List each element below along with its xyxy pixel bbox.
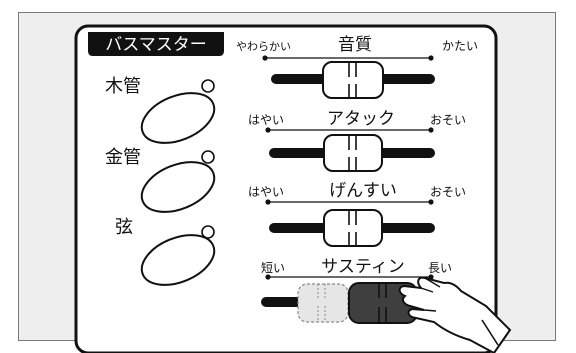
strings-button[interactable] <box>135 225 222 294</box>
slider-tone[interactable]: やわらかい 音質 かたい <box>236 35 478 99</box>
slider-attack-left-label: はやい <box>248 113 284 127</box>
slider-tone-right-label: かたい <box>442 39 478 53</box>
voice-brass[interactable]: 金管 <box>105 147 221 222</box>
voice-label-strings: 弦 <box>115 217 133 238</box>
slider-sustain-scale-dot-left <box>265 274 271 280</box>
slider-sustain-left-label: 短い <box>261 261 285 275</box>
slider-attack-title: アタック <box>327 109 395 129</box>
slider-decay-left-label: はやい <box>248 185 284 199</box>
slider-decay-scale-dot-left <box>265 199 271 205</box>
voice-label-brass: 金管 <box>105 147 141 168</box>
slider-decay[interactable]: はやい げんすい おそい <box>248 181 466 247</box>
led-indicator-woodwind <box>201 79 215 93</box>
voice-woodwind[interactable]: 木管 <box>105 76 221 153</box>
slider-sustain-title: サスティン <box>321 257 405 277</box>
slider-attack-scale-dot-right <box>428 127 434 133</box>
brass-button[interactable] <box>135 152 222 221</box>
slider-decay-knob[interactable] <box>323 209 383 247</box>
pointing-hand-icon <box>398 276 512 353</box>
slider-attack-knob[interactable] <box>323 134 383 172</box>
slider-tone-scale-dot-left <box>262 55 268 61</box>
slider-attack-right-label: おそい <box>430 113 466 127</box>
slider-tone-scale-dot-right <box>428 55 434 61</box>
slider-sustain-right-label: 長い <box>428 261 452 275</box>
slider-tone-left-label: やわらかい <box>236 40 291 53</box>
slider-sustain-knob-ghost <box>297 283 349 323</box>
panel-title: バスマスター <box>105 35 207 55</box>
voice-strings[interactable]: 弦 <box>115 217 221 295</box>
slider-decay-scale-dot-right <box>428 199 434 205</box>
panel-title-badge: バスマスター <box>88 32 224 56</box>
slider-tone-knob[interactable] <box>322 61 384 99</box>
led-indicator-strings <box>201 225 215 239</box>
slider-attack-scale-dot-left <box>265 127 271 133</box>
voice-label-woodwind: 木管 <box>105 76 141 97</box>
slider-tone-title: 音質 <box>338 35 372 55</box>
woodwind-button[interactable] <box>135 83 222 152</box>
slider-decay-right-label: おそい <box>430 185 466 199</box>
slider-decay-title: げんすい <box>329 181 397 201</box>
slider-attack[interactable]: はやい アタック おそい <box>248 109 466 172</box>
led-indicator-brass <box>201 150 215 164</box>
